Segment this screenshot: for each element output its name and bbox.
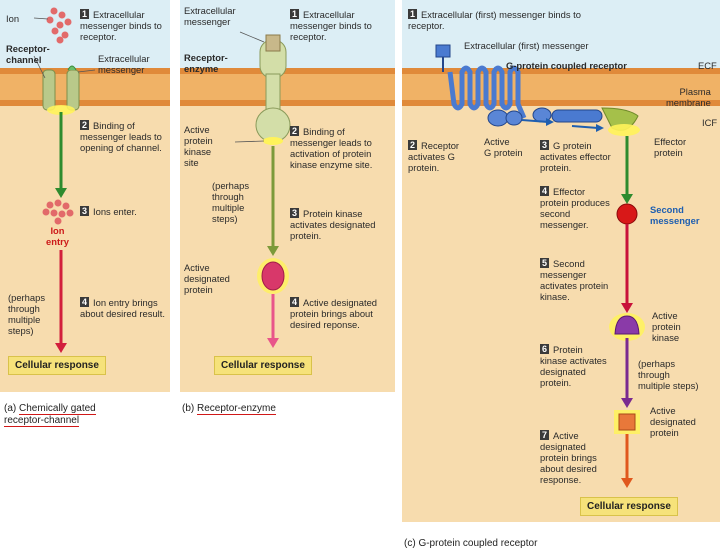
ion-cluster-top (46, 7, 72, 44)
panel-a-graphic (0, 0, 170, 392)
gpcr-serpentine (447, 65, 527, 119)
ion-entry-label: Ion entry (46, 225, 69, 247)
active-protein-label-b: Active designated protein (184, 262, 230, 295)
receptor-enzyme (255, 34, 291, 145)
active-kinase-label: Active protein kinase (652, 310, 681, 343)
ecf-label: ECF (698, 60, 717, 71)
plasma-membrane-label: Plasma membrane (666, 86, 711, 108)
caption-c: (c) G-protein coupled receptor (404, 538, 538, 549)
caption-a: (a) Chemically gated receptor-channel (4, 403, 96, 427)
panel-b-graphic (180, 0, 395, 392)
active-site-label: Active protein kinase site (184, 124, 213, 168)
cellular-response-box-c: Cellular response (580, 497, 678, 516)
extracellular-messenger-label: Extracellular messenger (98, 53, 150, 75)
receptor-enzyme-label: Receptor- enzyme (184, 52, 228, 74)
caption-b: (b) Receptor-enzyme (182, 403, 276, 415)
perhaps-text-c: (perhaps through multiple steps) (638, 358, 699, 391)
ion-cluster-inside (42, 199, 74, 225)
gpcr-label: G-protein coupled receptor (506, 60, 627, 71)
active-protein-label-c: Active designated protein (650, 405, 696, 438)
cellular-response-box: Cellular response (8, 356, 106, 375)
panel-c-graphic (402, 0, 720, 522)
second-messenger-dot (616, 203, 638, 225)
active-protein-blob (261, 261, 285, 291)
ion-label: Ion (6, 13, 20, 24)
perhaps-text-b: (perhaps through multiple steps) (212, 180, 250, 224)
plasma-membrane (0, 68, 170, 106)
active-g-label: Active G protein (484, 136, 523, 158)
first-messenger-label: Extracellular (first) messenger (464, 40, 589, 51)
icf-label: ICF (702, 117, 718, 128)
cellular-response-box-b: Cellular response (214, 356, 312, 375)
effector-label: Effector protein (654, 136, 687, 158)
active-kinase-blob (614, 315, 640, 335)
second-messenger-label: Second messenger (650, 204, 700, 226)
extracellular-messenger-label-b: Extracellular messenger (184, 5, 236, 27)
perhaps-text: (perhaps through multiple steps) (8, 292, 46, 336)
designated-protein-box (618, 413, 636, 431)
receptor-channel (42, 65, 80, 115)
first-messenger (435, 44, 451, 72)
receptor-channel-label: Receptor- channel (6, 43, 50, 65)
